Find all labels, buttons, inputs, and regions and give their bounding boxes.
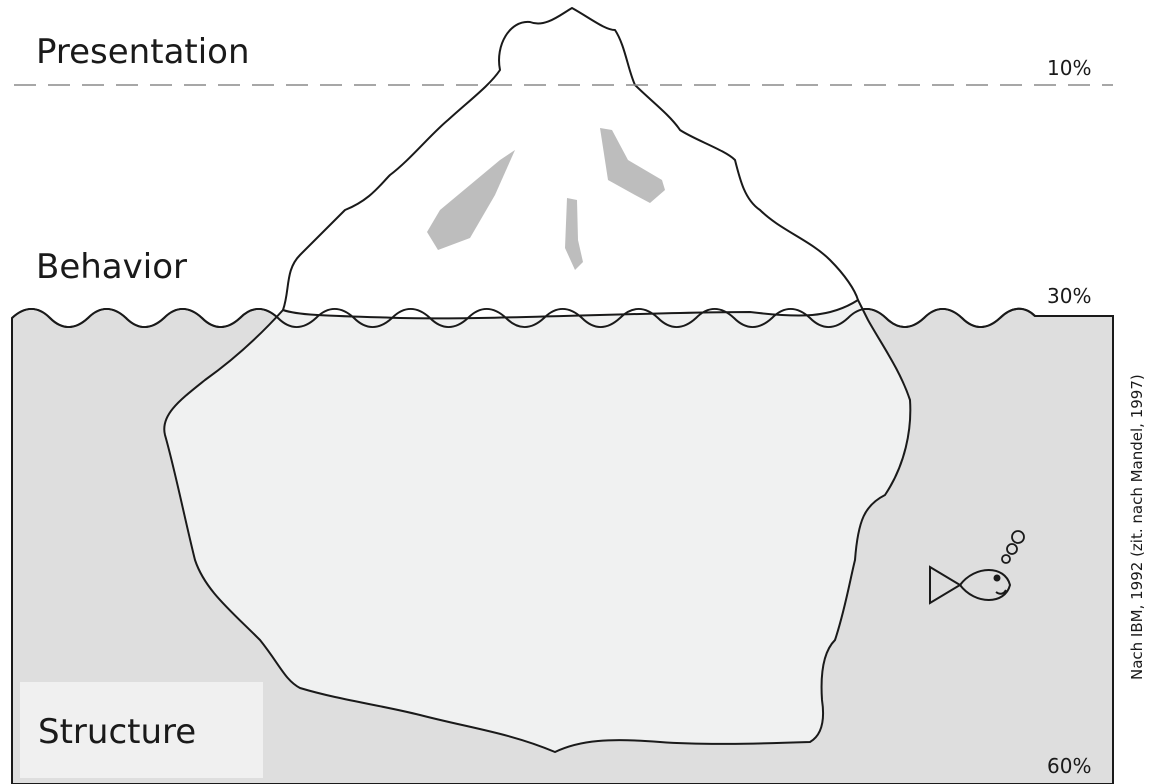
- structure-label: Structure: [38, 715, 196, 749]
- iceberg-above-water: [283, 8, 858, 318]
- structure-percent: 60%: [1047, 756, 1091, 776]
- presentation-label: Presentation: [36, 35, 250, 69]
- behavior-percent: 30%: [1047, 286, 1091, 306]
- presentation-percent: 10%: [1047, 58, 1091, 78]
- behavior-label: Behavior: [36, 250, 187, 284]
- source-citation: Nach IBM, 1992 (zit. nach Mandel, 1997): [1128, 374, 1146, 680]
